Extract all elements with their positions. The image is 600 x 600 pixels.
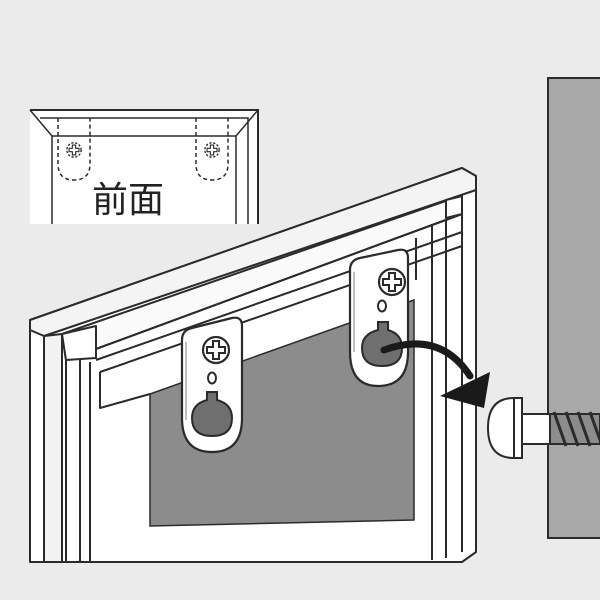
phillips-screw-icon (204, 142, 220, 158)
left-hanger-bracket (180, 316, 244, 454)
wall (547, 77, 600, 539)
phillips-screw-icon (377, 267, 407, 297)
front-view-inset: 前面 (29, 109, 259, 224)
right-hanger-bracket (348, 248, 410, 388)
curved-arrow-icon (380, 340, 490, 408)
phillips-screw-icon (201, 335, 231, 365)
phillips-screw-icon (66, 142, 82, 158)
picture-panel (149, 298, 415, 527)
front-label: 前面 (92, 180, 164, 221)
wall-screw-icon (486, 396, 600, 460)
